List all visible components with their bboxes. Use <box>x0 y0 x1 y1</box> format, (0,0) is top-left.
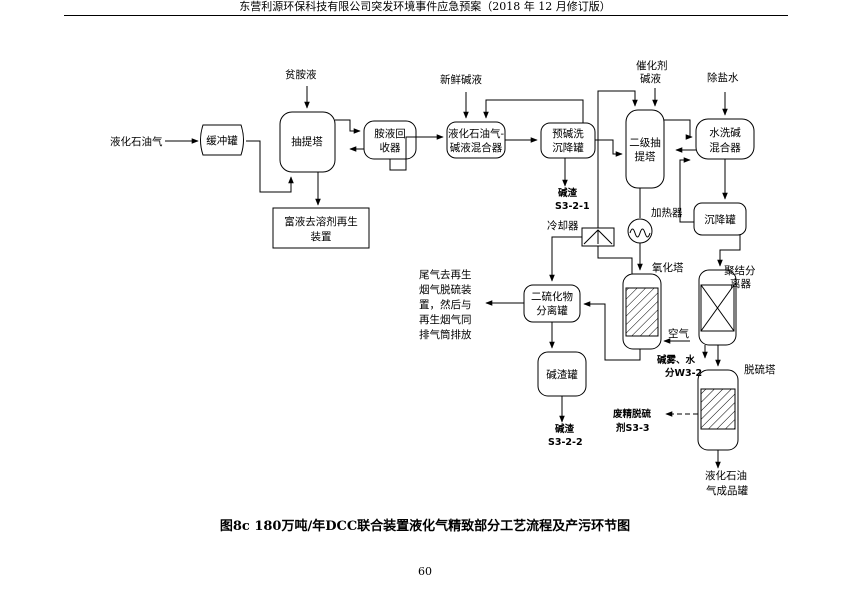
product-label-1: 液化石油 <box>705 469 747 482</box>
residue-b-label: 碱渣 <box>555 423 575 435</box>
disulfide-separator-tank: 二硫化物 分离罐 <box>523 284 581 323</box>
flow-settler-recycle <box>483 99 584 123</box>
residue-a-label: 碱渣 <box>558 187 578 199</box>
tail-gas-label-1: 尾气去再生 <box>419 268 472 281</box>
oxidation-tower: 氧化塔 <box>622 261 684 350</box>
header-divider <box>64 15 788 16</box>
secondary-extraction-label-2: 提塔 <box>635 150 656 163</box>
residue-a-code: S3-2-1 <box>555 201 590 212</box>
page-header: 东营利源环保科技有限公司突发环境事件应急预案（2018 年 12 月修订版） <box>239 0 611 13</box>
spent-desulfurizer-label-2: 剂S3-3 <box>615 422 650 434</box>
residue-b-code: S3-2-2 <box>548 437 583 448</box>
regeneration-label-2: 装置 <box>311 230 332 243</box>
coalescer-separator: 聚结分 离器 <box>698 264 756 346</box>
lean-amine-label: 贫胺液 <box>285 68 317 81</box>
solvent-regeneration-unit: 富液去溶剂再生 装置 <box>272 207 370 249</box>
fresh-caustic-label: 新鲜碱液 <box>440 73 482 86</box>
flow-amine-to-mixer <box>389 134 444 171</box>
amine-recovery-label-1: 胺液回 <box>374 127 406 140</box>
cooler: 冷却器 <box>547 219 615 247</box>
flow-settler-to-secondary <box>595 139 623 157</box>
flow-oxidation-to-cooler <box>597 246 633 274</box>
heater: 加热器 <box>627 206 683 244</box>
settling-tank: 沉降罐 <box>693 202 747 236</box>
desalted-water-label: 除盐水 <box>707 71 739 84</box>
tail-gas-label-2: 烟气脱硫装 <box>419 283 472 296</box>
tail-gas-label-4: 再生烟气同 <box>419 313 472 326</box>
flow-lines <box>165 86 741 469</box>
settling-tank-label: 沉降罐 <box>704 213 736 226</box>
lpg-feed-label: 液化石油气 <box>110 135 163 148</box>
secondary-extraction-tower: 二级抽 提塔 <box>625 109 665 189</box>
flow-settler-to-coalescer <box>717 235 741 267</box>
heater-label: 加热器 <box>651 206 683 219</box>
water-wash-mixer-label-2: 混合器 <box>709 141 741 154</box>
buffer-tank-label: 缓冲罐 <box>206 134 238 147</box>
caustic-residue-tank: 碱渣罐 <box>537 351 587 397</box>
caustic-residue-tank-label: 碱渣罐 <box>546 368 578 381</box>
coalescer-label-1: 聚结分 <box>724 264 756 277</box>
prewash-settler-label-1: 预碱洗 <box>552 128 584 140</box>
lpg-caustic-mixer-label-2: 碱液混合器 <box>450 141 503 154</box>
desulfurization-tower-label: 脱硫塔 <box>744 363 776 376</box>
prewash-settling-tank: 预碱洗 沉降罐 <box>540 122 596 159</box>
flow-recycle-to-secondary <box>597 90 638 228</box>
desulfurization-tower: 脱硫塔 <box>697 363 776 451</box>
disulfide-separator-label-1: 二硫化物 <box>531 290 573 303</box>
flow-oxidation-to-separator <box>583 301 641 361</box>
product-label-2: 气成品罐 <box>706 484 748 497</box>
flow-secondary-to-washer <box>664 119 693 140</box>
flow-settler-loop <box>679 157 694 223</box>
extraction-tower: 抽提塔 <box>279 111 336 173</box>
secondary-extraction-label-1: 二级抽 <box>629 136 661 149</box>
buffer-tank: 缓冲罐 <box>200 124 244 156</box>
water-wash-mixer-label-1: 水洗碱 <box>709 127 741 139</box>
flow-cooler-to-separator <box>549 236 582 282</box>
flow-extraction-to-amine <box>335 119 361 134</box>
tail-gas-label-5: 排气筒排放 <box>419 328 472 341</box>
lpg-caustic-mixer: 液化石油气- 碱液混合器 <box>446 121 506 159</box>
water-wash-mixer: 水洗碱 混合器 <box>695 118 755 160</box>
flow-buffer-to-extraction <box>246 140 294 193</box>
extraction-tower-label: 抽提塔 <box>291 135 323 148</box>
oxidation-tower-label: 氧化塔 <box>652 261 684 274</box>
figure-caption: 图8c 180万吨/年DCC联合装置液化气精致部分工艺流程及产污环节图 <box>219 519 631 534</box>
regeneration-label-1: 富液去溶剂再生 <box>284 215 358 228</box>
coalescer-label-2: 离器 <box>730 277 751 290</box>
disulfide-separator-label-2: 分离罐 <box>536 304 568 317</box>
tail-gas-label-3: 置，然后与 <box>419 298 472 311</box>
caustic-mist-label-2: 分W3-2 <box>665 367 702 379</box>
lpg-caustic-mixer-label-1: 液化石油气- <box>448 127 504 140</box>
spent-desulfurizer-label-1: 废精脱硫 <box>613 408 652 420</box>
amine-recovery-label-2: 收器 <box>380 141 401 154</box>
catalyst-label-2: 碱液 <box>640 72 661 85</box>
caustic-mist-label-1: 碱雾、水 <box>657 354 696 366</box>
air-label: 空气 <box>668 327 689 340</box>
prewash-settler-label-2: 沉降罐 <box>552 141 584 154</box>
amine-recovery-vessel: 胺液回 收器 <box>363 120 417 160</box>
catalyst-label-1: 催化剂 <box>636 59 668 72</box>
cooler-label: 冷却器 <box>547 219 579 232</box>
page-number: 60 <box>418 565 432 578</box>
